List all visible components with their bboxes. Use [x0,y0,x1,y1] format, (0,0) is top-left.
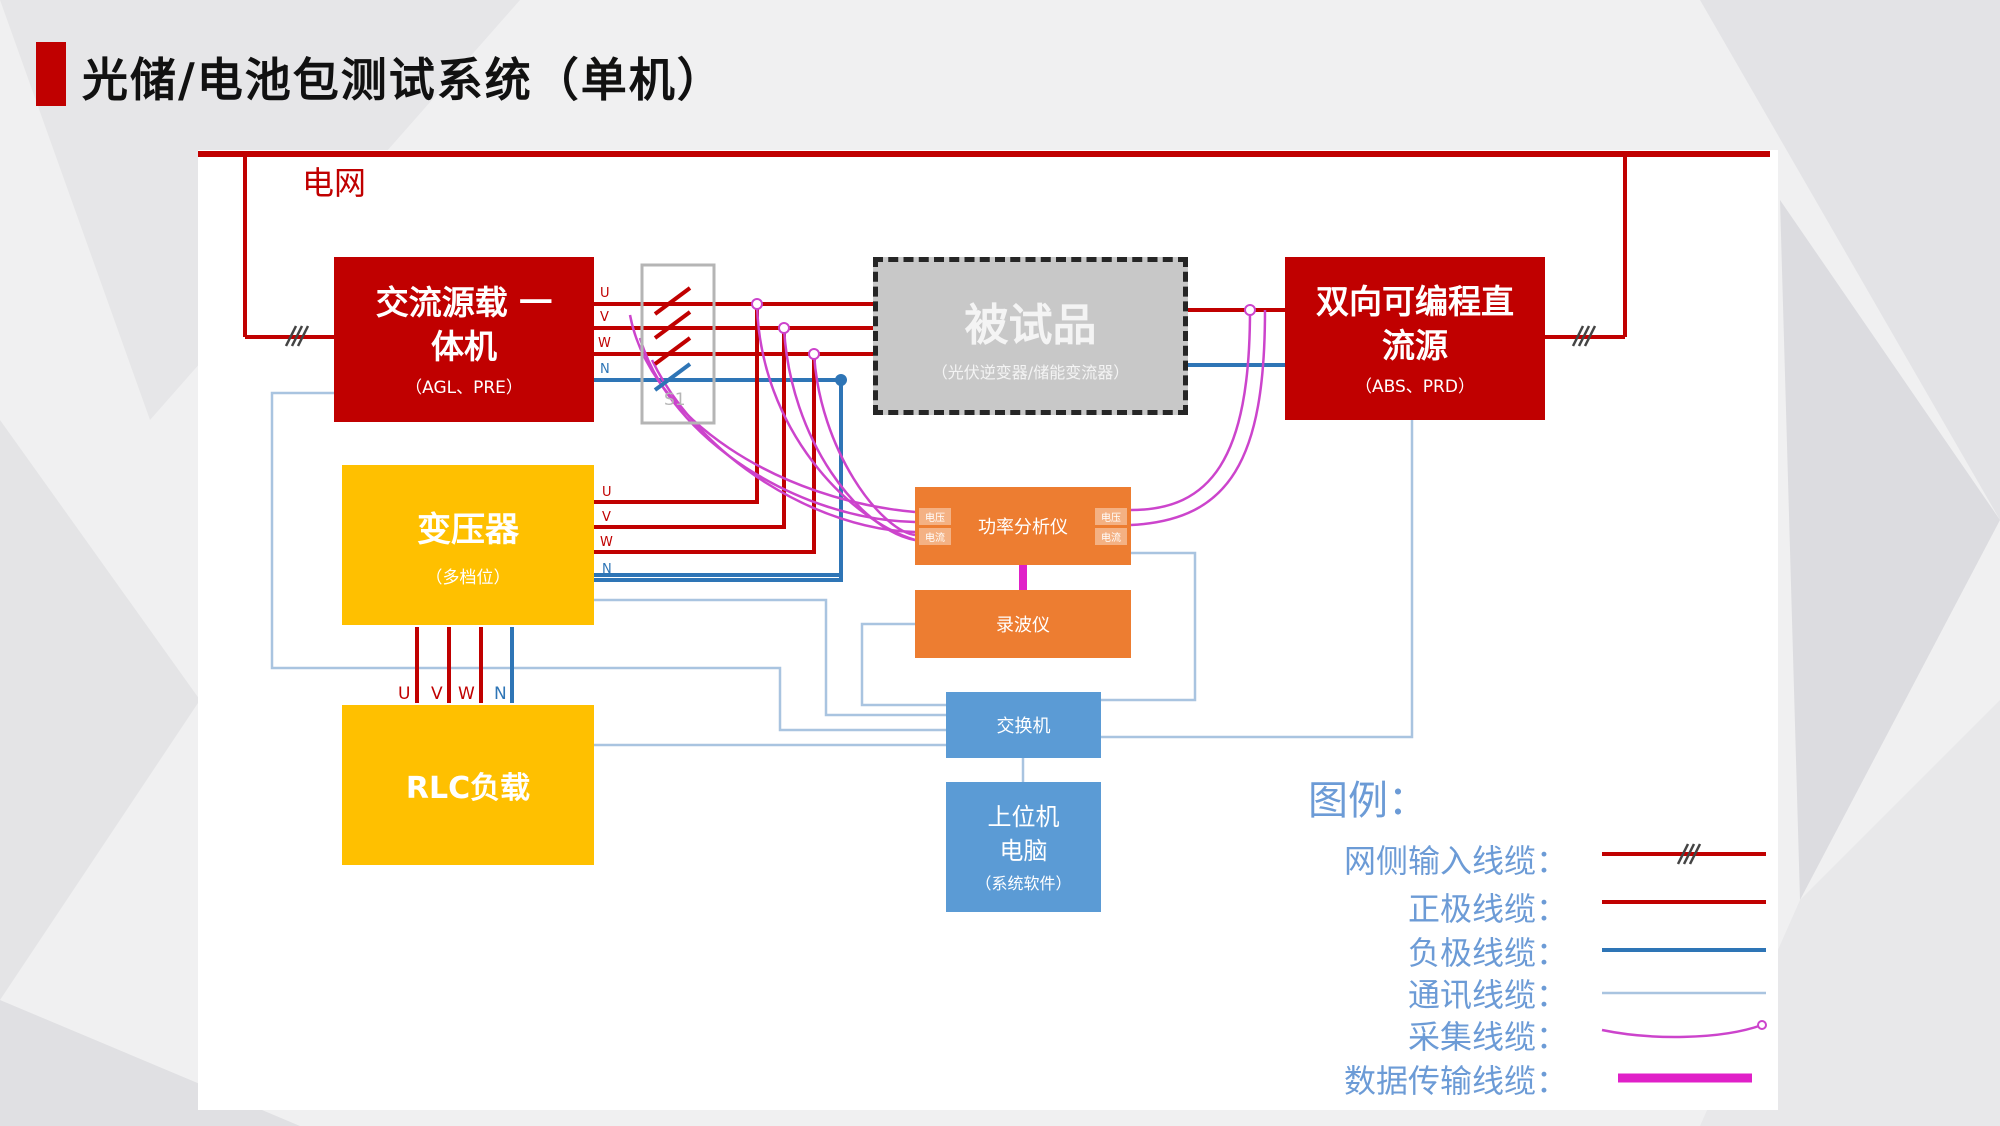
pa-left-current-tag: 电流 [919,527,951,545]
grid-hash-marks [284,325,1597,347]
transformer-phase-w: W [600,535,613,550]
dc-source-sub: （ABS、PRD） [1355,377,1475,397]
transformer-box: 变压器 （多档位） [342,465,594,625]
dut-title: 被试品 [964,300,1097,351]
negative-cables [510,363,1285,703]
s1-switch-label: S1 [664,390,686,410]
power-analyzer-box: 电压 电流 功率分析仪 电压 电流 [915,487,1131,565]
legend-communication: 通讯线缆： [1407,976,1568,1014]
rlc-load-box: RLC负载 [342,705,594,865]
communication-cables [270,391,1414,782]
transformer-sub: （多档位） [425,568,511,588]
host-title-2: 电脑 [999,837,1048,865]
positive-cables [415,302,1285,703]
legend-data-transfer: 数据传输线缆： [1343,1062,1568,1100]
sampling-nodes [751,298,1256,386]
ac-source-load-box: 交流源载 一 体机 （AGL、PRE） [334,257,594,422]
network-switch-box: 交换机 [946,692,1101,758]
power-analyzer-title: 功率分析仪 [978,517,1068,538]
host-computer-box: 上位机 电脑 （系统软件） [946,782,1101,912]
legend-negative: 负极线缆： [1407,934,1568,972]
dc-source-title-2: 流源 [1382,326,1448,365]
legend-grid-input: 网侧输入线缆： [1343,842,1568,880]
dut-sub: （光伏逆变器/储能变流器） [931,363,1130,382]
dc-source-title-1: 双向可编程直 [1316,282,1514,321]
dc-source-box: 双向可编程直 流源 （ABS、PRD） [1285,257,1545,420]
transformer-phase-n: N [602,562,612,577]
pa-left-voltage-tag: 电压 [919,507,951,525]
sampling-cables [628,303,1267,542]
oscilloscope-box: 录波仪 [915,590,1131,658]
legend-lines [1601,843,1767,1083]
legend-positive: 正极线缆： [1407,890,1568,928]
ac-source-title-1: 交流源载 一 [375,283,553,322]
legend-title: 图例： [1308,778,1428,824]
title-accent-bar [36,42,66,106]
ac-source-sub: （AGL、PRE） [405,378,523,398]
transformer-title: 变压器 [417,510,519,550]
pa-right-current-tag: 电流 [1095,527,1127,545]
network-switch-title: 交换机 [996,716,1051,737]
phase-label-w: W [598,336,611,351]
page-title: 光储/电池包测试系统（单机） [82,53,725,107]
pa-right-voltage-tag: 电压 [1095,507,1127,525]
transformer-phase-v: V [602,510,611,525]
host-title-1: 上位机 [987,803,1060,831]
legend-sampling: 采集线缆： [1407,1018,1568,1056]
s1-switch [640,263,716,425]
phase-label-n: N [600,362,610,377]
rlc-title: RLC负载 [405,771,531,806]
rlc-phase-w: W [458,684,475,704]
phase-label-u: U [600,286,610,301]
oscilloscope-title: 录波仪 [996,615,1050,636]
rlc-phase-v: V [431,684,443,704]
ac-source-title-2: 体机 [431,327,497,366]
phase-label-v: V [600,310,609,325]
device-under-test-box: 被试品 （光伏逆变器/储能变流器） [873,257,1188,415]
host-sub: （系统软件） [975,874,1072,893]
transformer-phase-u: U [602,485,612,500]
rlc-phase-n: N [494,684,507,704]
rlc-phase-u: U [398,684,411,704]
grid-label: 电网 [302,164,367,202]
